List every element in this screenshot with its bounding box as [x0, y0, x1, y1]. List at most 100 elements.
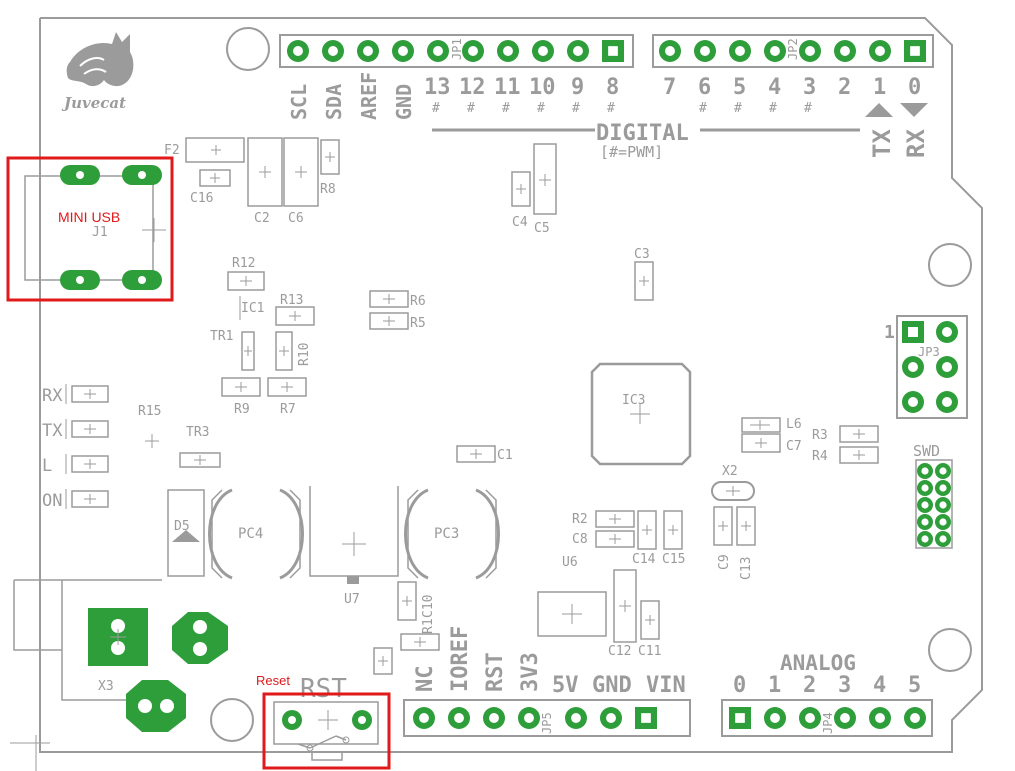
power-pad-octagon [172, 612, 228, 664]
cat-icon [66, 32, 134, 87]
header-jp3-frame [896, 315, 968, 419]
pwm-mark: # [699, 101, 707, 116]
usb-ref: J1 [92, 225, 108, 240]
c10-ref: C10 [421, 595, 436, 618]
r12-ref: R12 [232, 256, 255, 271]
ic3-ref: IC3 [622, 393, 645, 408]
led-3 [71, 490, 109, 508]
jp1-ref: JP1 [450, 38, 464, 60]
pc3-ref: PC3 [434, 526, 459, 542]
jp4-pin-label-1: 1 [768, 673, 781, 698]
c7-ref: C7 [786, 439, 802, 454]
c5-ref: C5 [534, 221, 550, 236]
c3-ref: C3 [634, 247, 650, 262]
led-1 [71, 420, 109, 438]
led-2 [71, 455, 109, 473]
jp2-pin-label-7: 0 [908, 75, 921, 100]
rst-label: RST [300, 674, 347, 704]
jp1-pin-label-2: AREF [357, 72, 381, 120]
jp5-pin-label-5: GND [592, 673, 632, 698]
r15-ref: R15 [138, 404, 161, 419]
c1-ref: C1 [497, 448, 513, 463]
mounting-hole [226, 27, 270, 71]
pc4-ref: PC4 [238, 526, 263, 542]
jp5-pin-label-6: VIN [646, 673, 686, 698]
jp3-pin1-label: 1 [884, 322, 895, 343]
jp5-pin-label-3: 3V3 [518, 652, 543, 692]
ic1-ref: IC1 [241, 301, 264, 316]
c11-ref: C11 [638, 644, 661, 659]
pwm-mark: # [607, 101, 615, 116]
reset-caption: Reset [256, 673, 290, 688]
jp5-pin-label-0: NC [413, 666, 438, 693]
jp4-pin-label-3: 3 [838, 673, 851, 698]
pwm-mark: # [804, 101, 812, 116]
c6-ref: C6 [288, 211, 304, 226]
c12-ref: C12 [608, 644, 631, 659]
c14-ref: C14 [632, 552, 656, 567]
pwm-mark: # [432, 101, 440, 116]
x3-ref: X3 [98, 679, 114, 694]
jp2-pin-label-4: 3 [803, 75, 816, 100]
jp1-pin-label-1: SDA [322, 84, 346, 120]
jp5-pin-label-4: 5V [552, 673, 579, 698]
pwm-mark: # [467, 101, 475, 116]
led-label-2: L [42, 456, 52, 476]
swd-ref: SWD [913, 442, 940, 460]
pwm-mark: # [572, 101, 580, 116]
tr3-ref: TR3 [186, 425, 209, 440]
board-outline [39, 17, 983, 753]
jp1-pin-label-4: 13 [424, 75, 451, 100]
r10-ref: R10 [297, 343, 312, 366]
u7-regulator [309, 486, 399, 577]
usb-connector [24, 175, 154, 281]
jp4-pin-label-2: 2 [803, 673, 816, 698]
led-label-1: TX [42, 421, 63, 441]
f2-ref: F2 [164, 143, 180, 158]
jp2-pin-label-6: 1 [873, 75, 886, 100]
rx-arrow-icon [900, 103, 928, 117]
r13-ref: R13 [280, 293, 303, 308]
jp1-pin-label-9: 8 [606, 75, 619, 100]
r2-ref: R2 [572, 512, 588, 527]
r5-ref: R5 [410, 316, 426, 331]
r3-ref: R3 [812, 428, 828, 443]
x2-ref: X2 [722, 464, 738, 479]
rx-label: RX [902, 129, 930, 158]
header-jp1-frame [279, 34, 634, 68]
r9-ref: R9 [234, 402, 250, 417]
ic3-chip [590, 362, 692, 466]
pwm-mark: # [734, 101, 742, 116]
usb-caption: MINI USB [58, 209, 120, 225]
c9-ref: C9 [717, 554, 732, 570]
tx-arrow-icon [865, 103, 893, 117]
pwm-mark: # [537, 101, 545, 116]
pwm-note: [#=PWM] [600, 143, 663, 161]
c2-ref: C2 [254, 211, 270, 226]
reset-button[interactable] [273, 701, 379, 761]
mounting-hole [928, 628, 972, 672]
r4-ref: R4 [812, 449, 828, 464]
header-jp4-frame [721, 699, 933, 737]
jp5-ref: JP5 [540, 712, 554, 734]
power-pad-octagon [126, 680, 186, 732]
jp2-pin-label-3: 4 [768, 75, 781, 100]
r6-ref: R6 [410, 294, 426, 309]
jp5-pin-label-1: IOREF [448, 626, 473, 692]
jp4-pin-label-5: 5 [908, 673, 921, 698]
c8-ref: C8 [572, 532, 588, 547]
tr1-ref: TR1 [210, 329, 233, 344]
header-jp2-frame [652, 34, 934, 68]
reset-highlight-box [262, 692, 391, 770]
c16-ref: C16 [190, 191, 213, 206]
jp2-pin-label-1: 6 [698, 75, 711, 100]
brand-logo-text: Juvecat [61, 94, 126, 112]
mounting-hole [928, 243, 972, 287]
analog-label: ANALOG [780, 651, 856, 675]
jp1-pin-label-8: 9 [571, 75, 584, 100]
c13-ref: C13 [739, 557, 754, 580]
mounting-hole [210, 698, 254, 742]
tx-label: TX [868, 129, 896, 158]
c15-ref: C15 [662, 552, 685, 567]
r7-ref: R7 [280, 402, 296, 417]
